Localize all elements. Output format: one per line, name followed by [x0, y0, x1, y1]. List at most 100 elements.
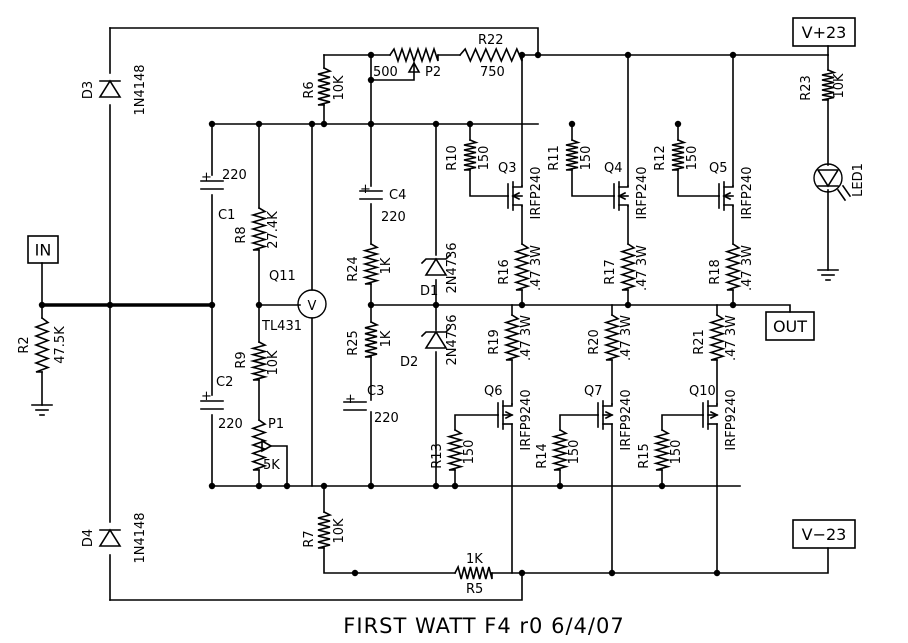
mosfet-q10: [702, 400, 719, 430]
c1-ref: C1: [218, 208, 235, 223]
r2-value: 47.5K: [53, 326, 68, 364]
r9-ref: R9: [234, 351, 249, 368]
wire: [677, 169, 720, 197]
port-vplus-label: V+23: [802, 23, 847, 42]
r9-value: 10K: [266, 350, 281, 376]
resistor-r11: [565, 138, 581, 171]
r14-value: 150: [567, 440, 582, 465]
mosfet-source: [618, 204, 629, 207]
led-led1: [816, 169, 840, 188]
resistor-r15: [653, 428, 671, 471]
r22-value: 750: [480, 65, 505, 80]
port-out-box: [765, 311, 815, 341]
r6-ref: R6: [302, 81, 317, 98]
port-vplus-box: [792, 17, 856, 47]
ground-symbol: [817, 269, 839, 281]
q5-ref: Q5: [709, 161, 728, 176]
capacitor-c2: [200, 400, 224, 410]
resistor-r7: [317, 510, 333, 549]
r24-ref: R24: [346, 256, 361, 282]
r22-ref: R22: [478, 33, 504, 48]
wire: [571, 169, 615, 197]
mosfet-arrow: [504, 410, 514, 420]
resistor-r19: [503, 313, 521, 361]
junction-dot: [556, 482, 564, 490]
r12-value: 150: [685, 146, 700, 171]
p1-ref: P1: [268, 417, 284, 432]
junction-dot: [283, 482, 291, 490]
mosfet-arrow: [604, 410, 614, 420]
r7-ref: R7: [302, 530, 317, 547]
capacitor-c4: [359, 190, 383, 200]
rail-top-left: [109, 27, 539, 56]
diode-body: [424, 257, 448, 276]
mosfet-arrow: [722, 191, 732, 201]
r23-value: 10K: [832, 73, 847, 99]
q6-part: IRFP9240: [519, 389, 534, 450]
potentiometer-p1: [250, 418, 268, 471]
q11-part: TL431: [261, 319, 302, 334]
junction-dot: [208, 120, 216, 128]
junction-dot: [608, 569, 616, 577]
junction-dot: [367, 301, 375, 309]
junction-dot: [658, 482, 666, 490]
diode-body: [98, 79, 122, 98]
r18-value: .47 3W: [740, 245, 755, 291]
c3-plus: +: [345, 392, 356, 407]
capacitor-c1: [200, 180, 224, 190]
resistor-r20: [603, 313, 621, 361]
resistor-r12: [671, 138, 687, 171]
r15-ref: R15: [637, 443, 652, 469]
wire: [559, 414, 599, 431]
d3-part: 1N4148: [133, 64, 148, 115]
d4-part: 1N4148: [133, 512, 148, 563]
junction-dot: [320, 120, 328, 128]
r8-ref: R8: [234, 226, 249, 243]
junction-dot: [255, 482, 263, 490]
junction-dot: [367, 51, 375, 59]
resistor-r18: [724, 242, 742, 291]
p1-wiper-arrow: [261, 439, 273, 453]
junction-dot: [518, 569, 526, 577]
zener-d1: [420, 253, 452, 276]
mosfet-source: [512, 204, 523, 207]
c1-value: 220: [222, 168, 247, 183]
resistor-r16: [513, 242, 531, 291]
port-in-label: IN: [35, 241, 52, 260]
r17-ref: R17: [603, 259, 618, 285]
r2-ref: R2: [17, 336, 32, 353]
r7-value: 10K: [332, 518, 347, 544]
junction-dot: [255, 301, 263, 309]
resistor-r8: [250, 206, 268, 251]
resistor-r14: [551, 428, 569, 471]
junction-dot: [432, 301, 440, 309]
c1-plus: +: [201, 170, 212, 185]
mosfet-source: [723, 204, 734, 207]
mosfet-q4: [613, 181, 629, 211]
junction-dot: [208, 482, 216, 490]
mosfet-arrow: [511, 191, 521, 201]
d3-ref: D3: [81, 81, 96, 99]
resistor-r5: [453, 564, 493, 580]
mosfet-q5: [718, 181, 734, 211]
resistor-r24: [362, 242, 380, 285]
r16-ref: R16: [497, 259, 512, 285]
mosfet-drain: [512, 185, 523, 188]
mosfet-drain: [618, 185, 629, 188]
r10-ref: R10: [445, 145, 460, 171]
port-vplus: V+23: [792, 17, 856, 47]
r11-ref: R11: [547, 145, 562, 171]
junction-dot: [320, 482, 328, 490]
diode-d3: [98, 79, 122, 98]
mosfet-q7: [597, 400, 614, 430]
junction-dot: [624, 51, 632, 59]
resistor-r13: [446, 428, 464, 471]
diode-bar: [420, 253, 452, 265]
led-rays: [836, 184, 852, 202]
r6-value: 10K: [332, 75, 347, 101]
r20-ref: R20: [587, 329, 602, 355]
q3-part: IRFP240: [529, 167, 544, 220]
q10-ref: Q10: [689, 384, 716, 399]
